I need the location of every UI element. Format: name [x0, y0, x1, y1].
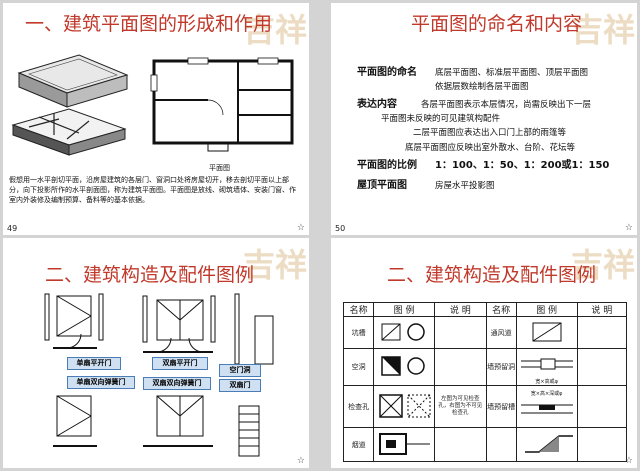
- label-single-double-acting-door: 单扇双向弹簧门: [67, 376, 135, 389]
- legend-table: 名称 图 例 说 明 名称 图 例 说 明 坑槽 通风道 空洞 墙预留洞 宽×高…: [342, 302, 628, 462]
- vent-symbol: [515, 316, 578, 349]
- seal-watermark: 吉祥: [242, 11, 307, 49]
- header-legend-2: 图 例: [515, 302, 578, 317]
- label-double-swing-door: 双扇平开门: [152, 357, 208, 370]
- label-single-swing-door: 单扇平开门: [67, 357, 121, 370]
- row-text-content-2: 平面图未反映的可见建筑构配件: [381, 114, 501, 124]
- slide-construction-legend-table[interactable]: 吉祥 二、建筑构造及配件图例 名称 图 例 说 明 名称 图 例 说 明 坑槽 …: [331, 238, 637, 468]
- inspection-note: 左图为可见检查孔，右图为不可见检查孔: [434, 385, 487, 428]
- row-name: 烟道: [342, 427, 375, 462]
- table-row: 检查孔 左图为可见检查孔，右图为不可见检查孔 墙预留槽 宽×高×深或φ: [342, 385, 628, 428]
- table-row: 坑槽 通风道: [342, 316, 628, 349]
- flue-symbol: [373, 427, 436, 462]
- pit-symbol: [373, 316, 436, 349]
- nav-star-icon[interactable]: ☆: [296, 456, 305, 466]
- door-symbols-drawing: [44, 293, 274, 457]
- table-row: 空洞 墙预留洞 宽×高或φ: [342, 348, 628, 386]
- row-name-right: 通风道: [485, 316, 517, 349]
- nav-star-icon[interactable]: ☆: [624, 456, 633, 466]
- row-name-right: 墙预留洞: [485, 348, 517, 386]
- small-label: 宽×高或φ: [535, 379, 558, 385]
- page-number: 49: [7, 224, 18, 233]
- inspection-hole-symbol: [373, 385, 436, 428]
- row-text-naming-2: 依据层数绘制各层平面图: [435, 82, 529, 92]
- table-row: 烟道: [342, 427, 628, 462]
- nav-star-icon[interactable]: ☆: [624, 223, 633, 233]
- floor-plan-drawing: [150, 57, 294, 152]
- wall-hole-symbol: 宽×高或φ: [515, 348, 578, 386]
- row-name-right: [485, 427, 517, 462]
- seal-watermark: 吉祥: [570, 246, 635, 284]
- slide-description: 假想用一水平剖切平面，沿房屋建筑的各层门、窗洞口处将房屋切开，移去剖切平面以上部…: [9, 176, 296, 204]
- slide-title: 平面图的命名和内容: [411, 13, 583, 35]
- row-text-content: 各层平面图表示本层情况，尚需反映出下一层: [421, 100, 592, 110]
- hole-symbol: [373, 348, 436, 386]
- slide-title: 二、建筑构造及配件图例: [45, 264, 255, 286]
- slide-building-plan-formation[interactable]: 吉祥 一、建筑平面图的形成和作用 平面图 假想用一水平剖切平面，沿房屋建筑的各层…: [3, 3, 309, 235]
- slide-title: 一、建筑平面图的形成和作用: [25, 13, 273, 35]
- nav-star-icon[interactable]: ☆: [296, 223, 305, 233]
- slope-symbol: [515, 427, 578, 462]
- plan-caption: 平面图: [209, 164, 230, 172]
- header-note-2: 说 明: [576, 302, 628, 317]
- seal-watermark: 吉祥: [242, 246, 307, 284]
- header-name-2: 名称: [485, 302, 517, 317]
- header-legend: 图 例: [373, 302, 436, 317]
- seal-watermark: 吉祥: [570, 11, 635, 49]
- row-label-naming: 平面图的命名: [357, 67, 417, 78]
- label-double-double-acting-door: 双扇双向弹簧门: [143, 377, 211, 390]
- slide-door-legend[interactable]: 吉祥 二、建筑构造及配件图例 单扇平开门 双扇平开门 空门洞 单: [3, 238, 309, 468]
- small-label: 宽×高×深或φ: [530, 390, 563, 397]
- table-header-row: 名称 图 例 说 明 名称 图 例 说 明: [342, 302, 628, 317]
- label-double-door: 双扇门: [219, 379, 261, 392]
- wall-slot-symbol: 宽×高×深或φ: [515, 385, 578, 428]
- slide-plan-naming-content[interactable]: 吉祥 平面图的命名和内容 平面图的命名 底层平面图、标准层平面图、顶层平面图 依…: [331, 3, 637, 235]
- slide-title: 二、建筑构造及配件图例: [387, 264, 597, 286]
- row-name: 空洞: [342, 348, 375, 386]
- row-label-roof: 屋顶平面图: [357, 180, 407, 191]
- row-text-roof: 房屋水平投影图: [435, 181, 495, 191]
- row-text-content-4: 底层平面图应反映出室外散水、台阶、花坛等: [405, 143, 576, 153]
- header-note: 说 明: [434, 302, 487, 317]
- row-name: 坑槽: [342, 316, 375, 349]
- row-text-naming: 底层平面图、标准层平面图、顶层平面图: [435, 68, 589, 78]
- building-axonometric-drawing: [11, 54, 129, 156]
- header-name: 名称: [342, 302, 375, 317]
- row-text-content-3: 二层平面图应表达出入口门上部的雨篷等: [413, 128, 567, 138]
- label-empty-opening: 空门洞: [219, 364, 261, 377]
- page-number: 50: [335, 224, 346, 233]
- row-label-content: 表达内容: [357, 99, 397, 110]
- row-text-scale: 1：100、1：50、1：200或1：150: [435, 160, 610, 171]
- row-name-right: 墙预留槽: [485, 385, 517, 428]
- row-name: 检查孔: [342, 385, 375, 428]
- row-label-scale: 平面图的比例: [357, 160, 417, 171]
